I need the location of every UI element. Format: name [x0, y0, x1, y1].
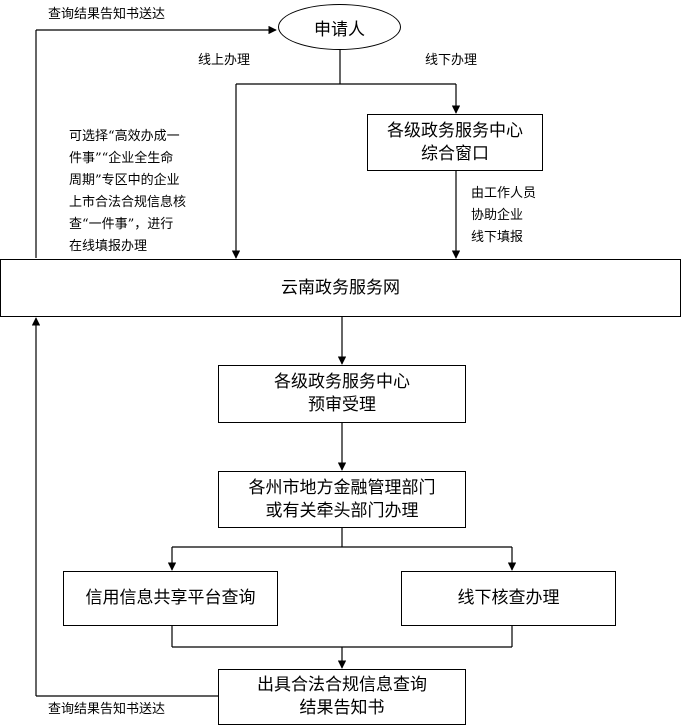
yunnan-portal-label: 云南政务服务网 — [281, 277, 400, 298]
credit-query-label: 信用信息共享平台查询 — [85, 588, 256, 608]
offline-edge-label: 线下办理 — [425, 53, 478, 68]
center-window-label: 各级政务服务中心 综合窗口 — [387, 120, 523, 164]
issue-result-label: 出具合法合规信息查询 结果告知书 — [257, 675, 427, 718]
yunnan-portal-node: 云南政务服务网 — [0, 259, 681, 317]
finance-dept-node: 各州市地方金融管理部门 或有关牵头部门办理 — [218, 471, 466, 528]
applicant-node: 申请人 — [278, 4, 401, 50]
offline-check-label: 线下核查办理 — [457, 588, 560, 608]
online-note-label: 可选择“高效办成一 件事”“企业全生命 周期”专区中的企业 上市合法合规信息核 … — [69, 129, 187, 254]
staff-assist-label: 由工作人员 协助企业 线下填报 — [471, 186, 537, 245]
credit-query-node: 信用信息共享平台查询 — [63, 571, 278, 626]
center-window-node: 各级政务服务中心 综合窗口 — [367, 114, 543, 171]
finance-dept-label: 各州市地方金融管理部门 或有关牵头部门办理 — [248, 477, 436, 521]
send-top-label: 查询结果告知书送达 — [48, 7, 166, 22]
online-edge-label: 线上办理 — [198, 53, 251, 68]
applicant-label: 申请人 — [314, 19, 365, 40]
offline-check-node: 线下核查办理 — [401, 571, 616, 626]
issue-result-node: 出具合法合规信息查询 结果告知书 — [218, 669, 466, 725]
center-review-node: 各级政务服务中心 预审受理 — [218, 365, 466, 423]
center-review-label: 各级政务服务中心 预审受理 — [274, 372, 410, 415]
send-bottom-label: 查询结果告知书送达 — [48, 702, 166, 717]
